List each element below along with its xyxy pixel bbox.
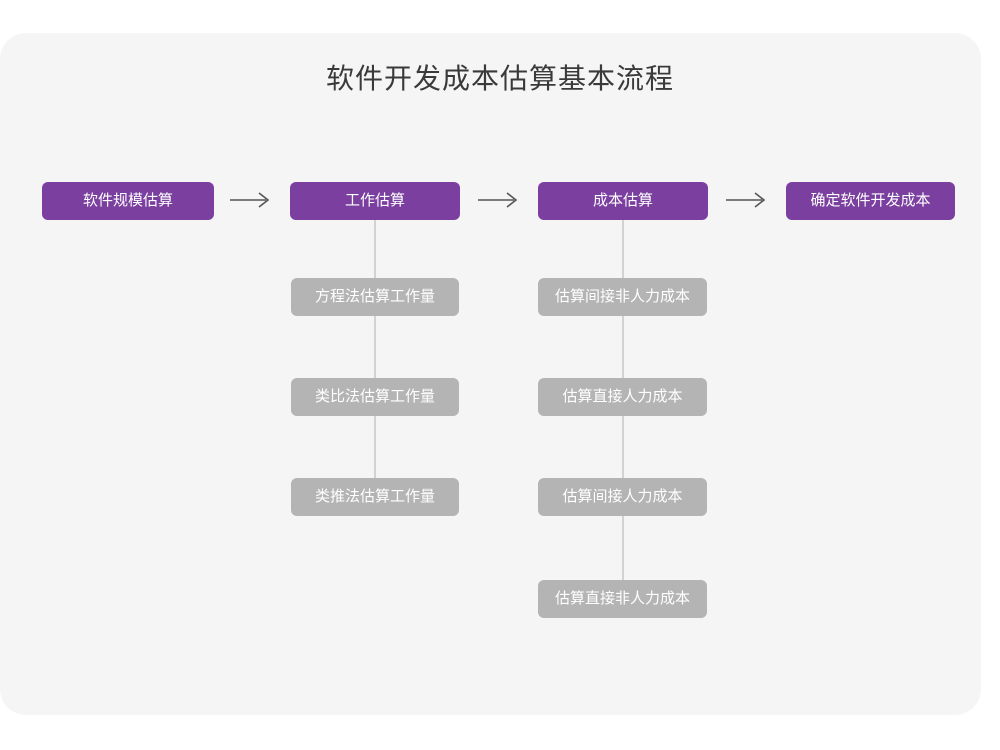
connector-line-branch-1: [374, 219, 376, 499]
flow-node-determine-development-cost[interactable]: 确定软件开发成本: [786, 182, 955, 220]
branch-node-analogy-method-effort[interactable]: 类比法估算工作量: [291, 378, 459, 416]
page-title: 软件开发成本估算基本流程: [325, 63, 674, 94]
diagram-canvas: [0, 33, 981, 715]
flow-node-software-scale-estimation[interactable]: 软件规模估算: [42, 182, 214, 220]
branch-node-equation-method-effort[interactable]: 方程法估算工作量: [291, 278, 459, 316]
flow-arrow-3: [724, 188, 770, 212]
flow-node-cost-estimation[interactable]: 成本估算: [538, 182, 708, 220]
branch-node-direct-labor-cost[interactable]: 估算直接人力成本: [538, 378, 707, 416]
branch-node-indirect-nonlabor-cost[interactable]: 估算间接非人力成本: [538, 278, 707, 316]
flow-arrow-1: [228, 188, 274, 212]
branch-node-direct-nonlabor-cost[interactable]: 估算直接非人力成本: [538, 580, 707, 618]
flow-node-work-estimation[interactable]: 工作估算: [290, 182, 460, 220]
branch-node-analogue-method-effort[interactable]: 类推法估算工作量: [291, 478, 459, 516]
flow-arrow-2: [476, 188, 522, 212]
branch-node-indirect-labor-cost[interactable]: 估算间接人力成本: [538, 478, 707, 516]
